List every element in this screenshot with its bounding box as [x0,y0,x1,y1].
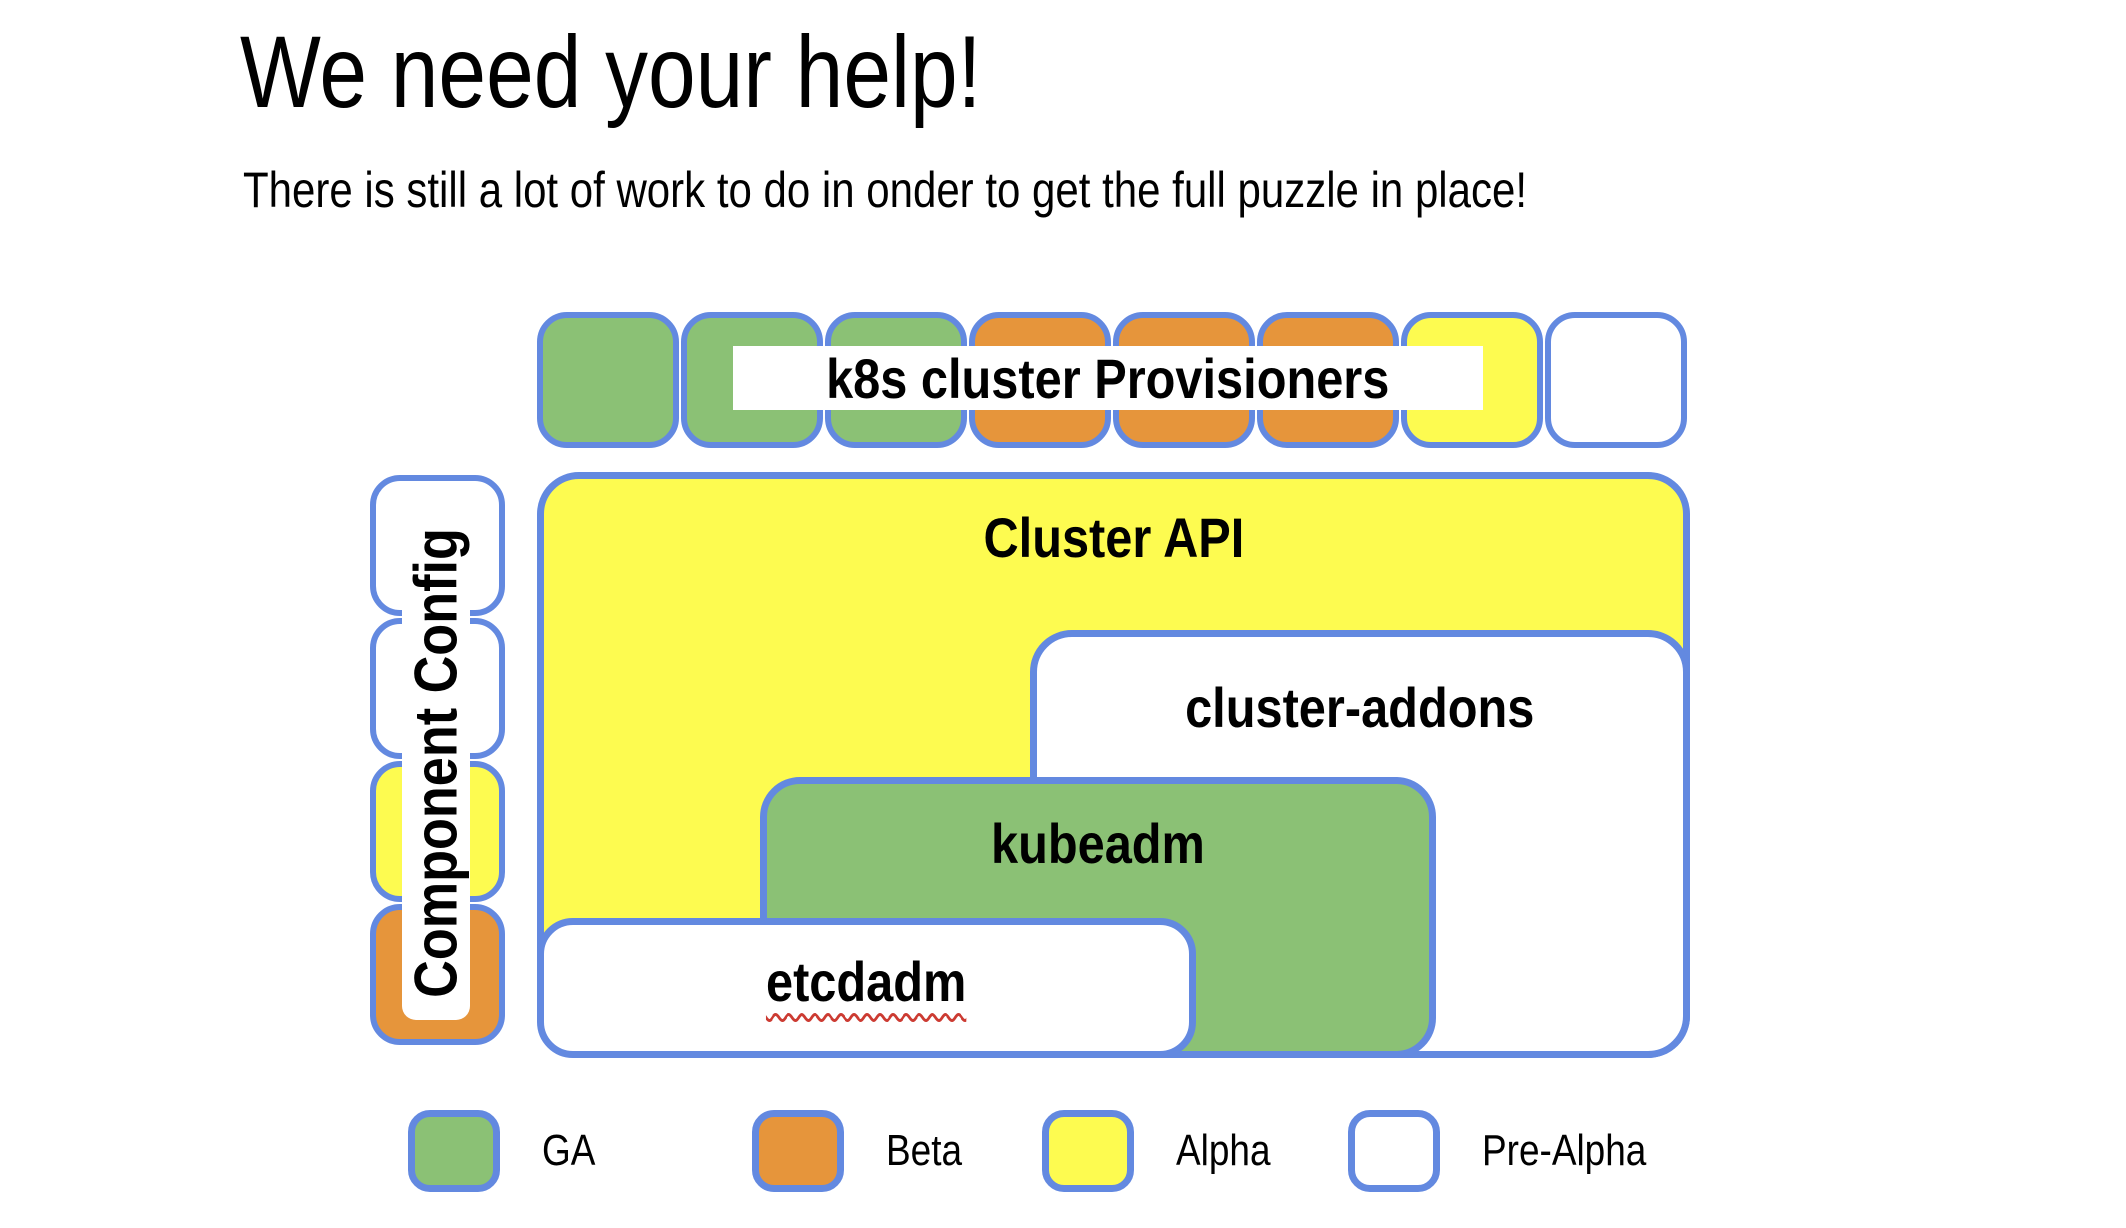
page-title-text: We need your help! [240,15,982,129]
legend-item-pre-alpha: Pre-Alpha [1348,1109,1678,1193]
legend-label: GA [542,1126,596,1175]
page-title: We need your help! [240,14,1123,131]
legend-label: Beta [886,1126,963,1175]
legend: GA Beta Alpha Pre-Alpha [0,1109,2126,1199]
legend-swatch-pre-alpha [1348,1110,1440,1192]
puzzle-tile-pre-alpha [1545,312,1687,448]
cluster-api-label: Cluster API [983,506,1244,569]
legend-label: Pre-Alpha [1482,1126,1647,1175]
provisioners-label: k8s cluster Provisioners [826,346,1390,410]
cluster-addons-label: cluster-addons [1185,676,1535,739]
legend-item-beta: Beta [752,1109,977,1193]
etcdadm-label: etcdadm [766,950,967,1013]
provisioners-label-box: k8s cluster Provisioners [733,346,1483,410]
legend-swatch-ga [408,1110,500,1192]
slide-subtitle: There is still a lot of work to do in on… [243,160,1772,220]
legend-label-wrap: GA [542,1126,606,1176]
component-config-label: Component Config [402,527,470,998]
kubeadm-label: kubeadm [991,812,1205,875]
legend-label-wrap: Pre-Alpha [1482,1126,1678,1176]
slide-subtitle-text: There is still a lot of work to do in on… [243,162,1528,218]
legend-label-wrap: Beta [886,1126,977,1176]
legend-label: Alpha [1176,1126,1271,1175]
etcdadm-box: etcdadm [537,918,1196,1058]
legend-swatch-beta [752,1110,844,1192]
legend-item-alpha: Alpha [1042,1109,1289,1193]
component-config-label-box: Component Config [402,505,470,1020]
legend-label-wrap: Alpha [1176,1126,1289,1176]
legend-item-ga: GA [408,1109,606,1193]
puzzle-tile-ga [537,312,679,448]
legend-swatch-alpha [1042,1110,1134,1192]
